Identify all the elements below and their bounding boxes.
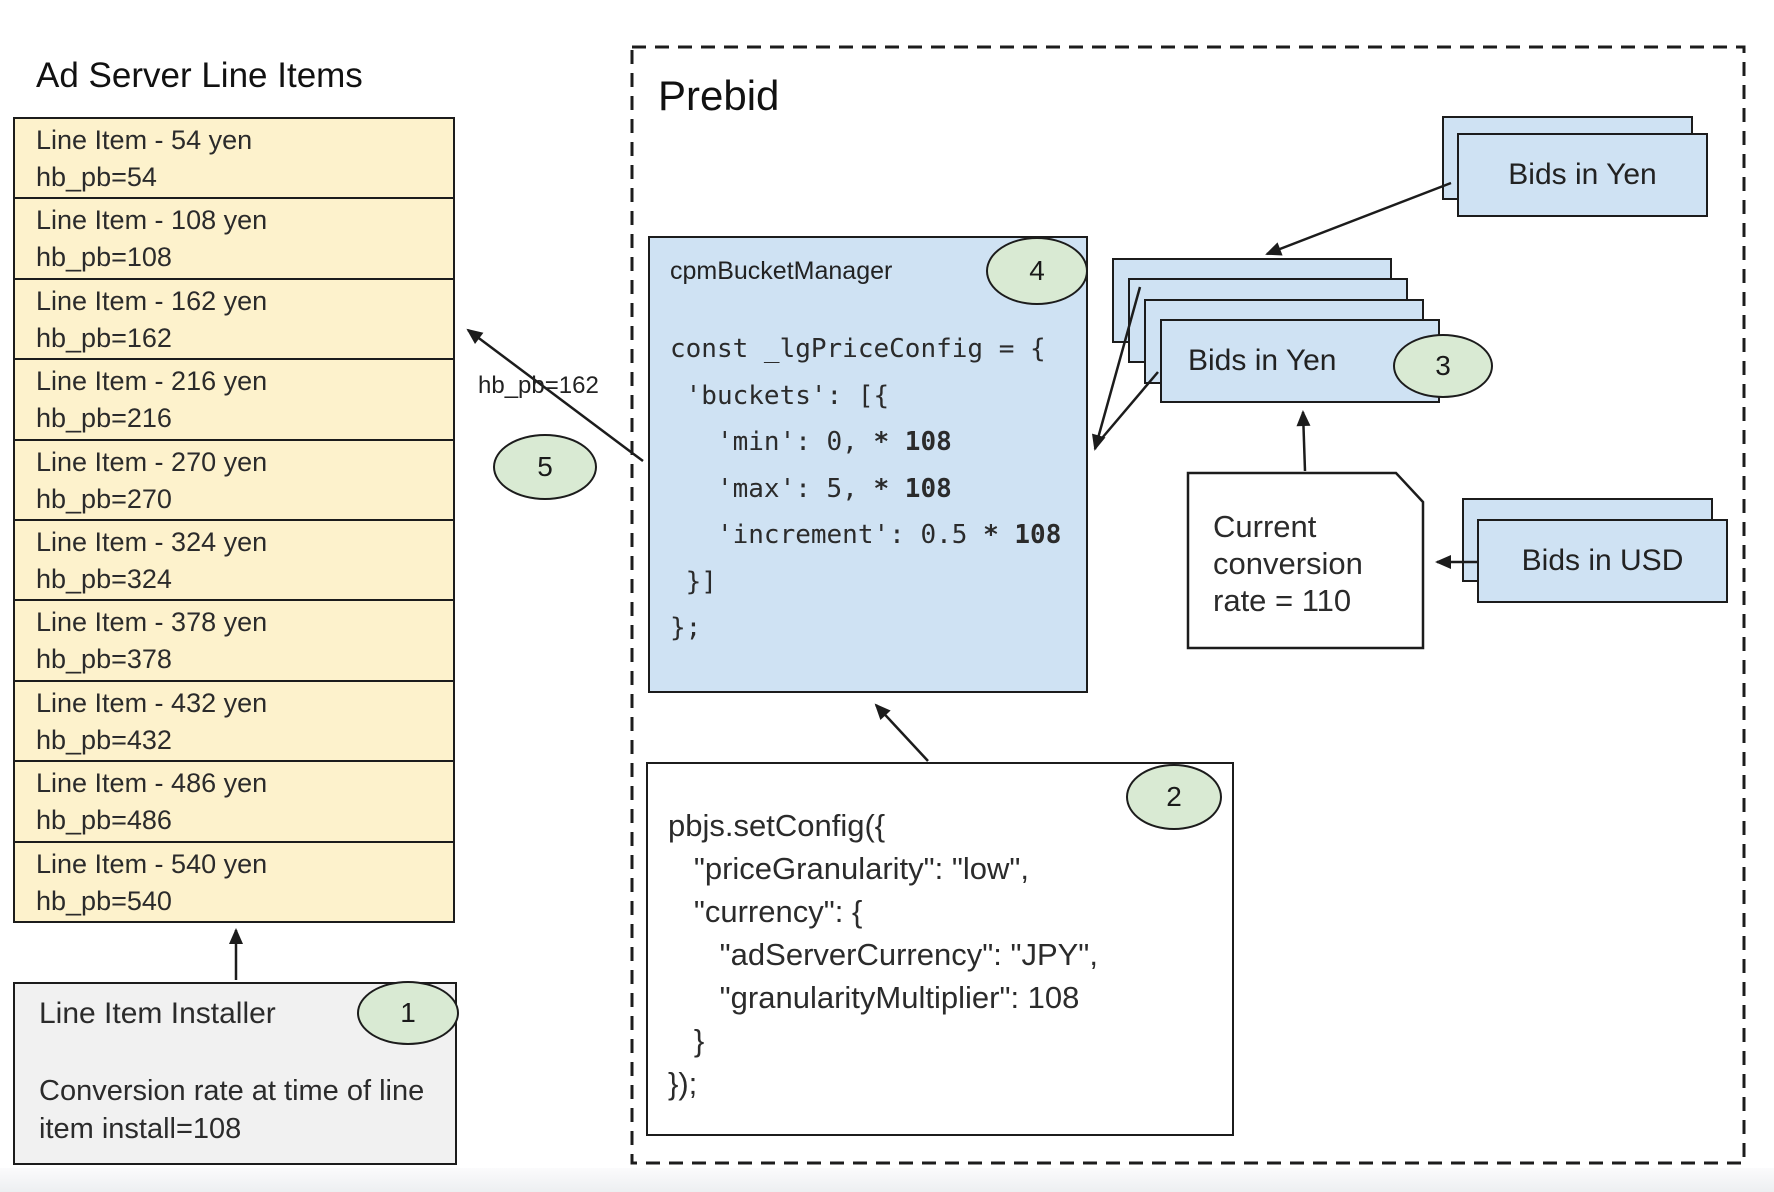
conversion-rate-note-text: Current conversion rate = 110	[1213, 509, 1363, 618]
arrow-conversion-to-stack	[1296, 410, 1311, 472]
badge-2: 2	[1126, 764, 1222, 830]
cpm-code-block: const _lgPriceConfig = { 'buckets': [{ '…	[670, 334, 1062, 643]
badge-4: 4	[986, 237, 1088, 305]
bids-yen-incoming-front-card: Bids in Yen	[1457, 133, 1708, 217]
line-item-row: Line Item - 108 yen hb_pb=108	[15, 197, 453, 277]
ad-server-title: Ad Server Line Items	[36, 56, 363, 95]
line-item-row: Line Item - 432 yen hb_pb=432	[15, 679, 453, 760]
installer-note: Conversion rate at time of line item ins…	[39, 1075, 425, 1145]
prebid-title: Prebid	[658, 72, 780, 119]
badge-3: 3	[1393, 334, 1493, 398]
badge-5: 5	[493, 434, 597, 500]
bids-usd-front-card: Bids in USD	[1477, 519, 1728, 603]
cpm-bucket-manager-box: cpmBucketManager const _lgPriceConfig = …	[648, 236, 1088, 693]
line-item-row: Line Item - 270 yen hb_pb=270	[15, 438, 453, 519]
hb-pb-arrow-label: hb_pb=162	[478, 372, 599, 399]
bids-yen-incoming-label: Bids in Yen	[1508, 158, 1657, 191]
arrow-setconfig-to-cpm	[874, 703, 929, 762]
line-item-row: Line Item - 216 yen hb_pb=216	[15, 358, 453, 438]
line-item-row: Line Item - 540 yen hb_pb=540	[15, 840, 453, 921]
line-item-row: Line Item - 378 yen hb_pb=378	[15, 599, 453, 679]
line-item-row: Line Item - 162 yen hb_pb=162	[15, 277, 453, 358]
line-item-row: Line Item - 486 yen hb_pb=486	[15, 760, 453, 840]
bids-usd-label: Bids in USD	[1521, 544, 1684, 577]
arrow-incoming-to-stack	[1265, 181, 1452, 256]
page-bottom-strip	[0, 1168, 1774, 1192]
line-items-table: Line Item - 54 yen hb_pb=54 Line Item - …	[13, 117, 455, 923]
badge-1: 1	[357, 981, 459, 1045]
pbjs-code-block: pbjs.setConfig({ "priceGranularity": "lo…	[668, 808, 1098, 1101]
installer-title: Line Item Installer	[39, 997, 276, 1030]
line-item-row: Line Item - 54 yen hb_pb=54	[36, 125, 253, 192]
cpm-bucket-manager-label: cpmBucketManager	[670, 257, 893, 285]
bids-yen-stack-label: Bids in Yen	[1188, 344, 1337, 377]
line-item-row: Line Item - 324 yen hb_pb=324	[15, 519, 453, 599]
